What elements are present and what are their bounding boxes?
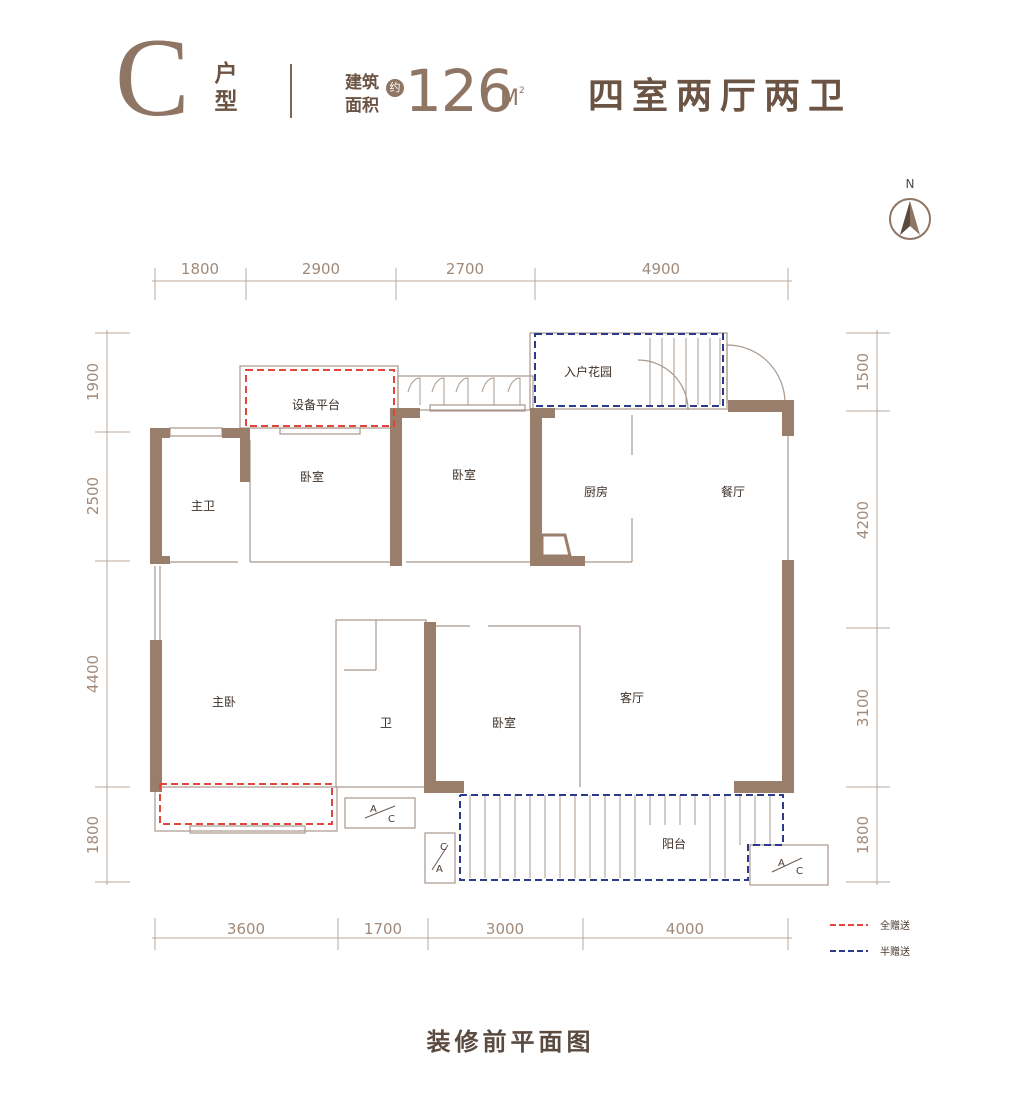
full-gift-master-balcony xyxy=(159,783,333,825)
area-unit-text: M xyxy=(500,86,519,111)
room-master-bath: 主卫 xyxy=(191,499,215,513)
room-entry-garden: 入户花园 xyxy=(564,364,612,379)
ac-unit-3-a: A xyxy=(778,858,785,869)
ac-unit-3-c: C xyxy=(796,866,803,877)
header-divider xyxy=(290,64,292,118)
louvers xyxy=(407,377,521,405)
compass-icon xyxy=(889,198,931,240)
dim-left-1: 1900 xyxy=(84,363,102,401)
room-equipment-platform: 设备平台 xyxy=(292,397,340,412)
half-gift-balcony xyxy=(459,794,784,881)
unit-type-suffix: 户型 xyxy=(214,60,238,115)
area-unit: M2 xyxy=(500,86,525,111)
room-living: 客厅 xyxy=(620,690,644,705)
ac-unit-2-c: C xyxy=(440,842,447,853)
dim-left-3: 4400 xyxy=(84,655,102,693)
grating-lines xyxy=(469,338,771,878)
area-unit-sup: 2 xyxy=(518,86,525,96)
room-bedroom-c: 卧室 xyxy=(492,715,516,730)
dim-top-1: 1800 xyxy=(181,260,219,278)
room-dining: 餐厅 xyxy=(721,484,745,499)
room-bedroom-a: 卧室 xyxy=(300,469,324,484)
room-bathroom: 卫 xyxy=(380,716,392,730)
room-master-bedroom: 主卧 xyxy=(212,695,236,709)
room-balcony: 阳台 xyxy=(662,836,686,851)
dim-right-4: 1800 xyxy=(854,816,872,854)
area-value: 126 xyxy=(405,57,514,125)
room-bedroom-b: 卧室 xyxy=(452,467,476,482)
compass-north-label: N xyxy=(906,177,915,191)
dim-right-2: 4200 xyxy=(854,501,872,539)
dim-left-2: 2500 xyxy=(84,477,102,515)
legend: 全赠送 半赠送 xyxy=(830,919,910,958)
dimension-lines xyxy=(95,268,890,950)
dim-bottom-1: 3600 xyxy=(227,920,265,938)
thick-walls xyxy=(150,400,794,793)
dim-bottom-3: 3000 xyxy=(486,920,524,938)
header: C 户型 建筑面积 约 126 M2 四室两厅两卫 xyxy=(0,0,1021,150)
dim-top-2: 2900 xyxy=(302,260,340,278)
unit-type-letter: C xyxy=(115,16,190,140)
dim-top-3: 2700 xyxy=(446,260,484,278)
legend-full-gift-label: 全赠送 xyxy=(880,919,910,932)
ac-unit-3: A C xyxy=(771,857,803,877)
full-gift-equipment-platform xyxy=(245,369,395,427)
gift-boundaries xyxy=(159,333,784,881)
approx-badge: 约 xyxy=(386,79,404,97)
area-label: 建筑面积 xyxy=(345,73,379,116)
footer-title: 装修前平面图 xyxy=(426,1027,595,1056)
legend-half-gift-label: 半赠送 xyxy=(880,945,910,958)
dim-bottom-2: 1700 xyxy=(364,920,402,938)
ac-unit-2-a: A xyxy=(436,864,443,875)
dim-bottom-4: 4000 xyxy=(666,920,704,938)
dim-right-3: 3100 xyxy=(854,689,872,727)
dim-top-4: 4900 xyxy=(642,260,680,278)
ac-unit-1: A C xyxy=(364,804,396,825)
dim-left-4: 1800 xyxy=(84,816,102,854)
half-gift-entry-garden xyxy=(534,333,724,407)
ac-unit-1-c: C xyxy=(388,814,395,825)
dim-right-1: 1500 xyxy=(854,353,872,391)
ac-unit-2: C A xyxy=(431,842,449,875)
thin-walls xyxy=(154,332,829,886)
ac-unit-1-a: A xyxy=(370,804,377,815)
layout-description: 四室两厅两卫 xyxy=(588,75,853,117)
room-kitchen: 厨房 xyxy=(584,484,608,499)
